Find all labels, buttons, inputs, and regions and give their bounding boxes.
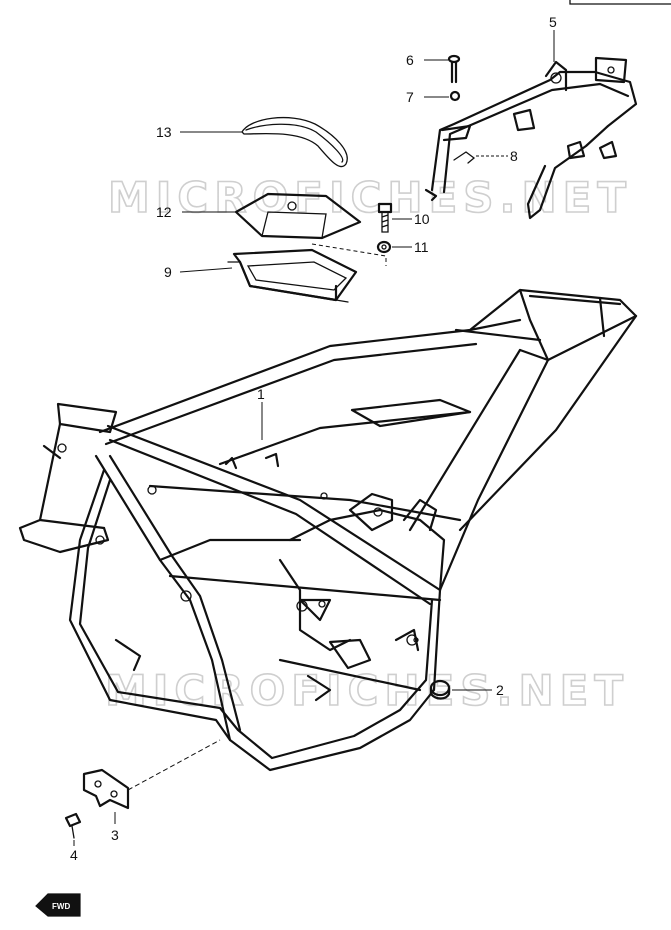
watermark-bottom: MICROFICHES.NET bbox=[105, 666, 629, 715]
callout-9: 9 bbox=[164, 264, 172, 280]
part-10-bolt bbox=[377, 202, 393, 233]
callout-2: 2 bbox=[496, 682, 504, 698]
callout-7: 7 bbox=[406, 89, 414, 105]
part-5-rear-rail bbox=[424, 56, 638, 220]
callout-11: 11 bbox=[414, 239, 429, 255]
part-1-main-frame bbox=[18, 288, 638, 772]
part-13-strap bbox=[241, 116, 348, 168]
watermark-top: MICROFICHES.NET bbox=[108, 173, 632, 222]
leader-lines bbox=[73, 30, 555, 846]
callout-1: 1 bbox=[257, 386, 265, 402]
callout-5: 5 bbox=[549, 14, 557, 30]
part-3-bracket bbox=[82, 768, 130, 810]
callout-numbers: 1 2 3 4 5 6 7 8 9 10 11 12 13 bbox=[70, 14, 557, 863]
part-9-tray bbox=[227, 248, 358, 303]
callout-13: 13 bbox=[156, 124, 172, 140]
part-2-cap bbox=[429, 679, 451, 700]
callout-6: 6 bbox=[406, 52, 414, 68]
corner-frame-line bbox=[569, 0, 671, 5]
fwd-label: FWD bbox=[52, 902, 70, 911]
forward-direction-arrow: FWD bbox=[35, 893, 81, 917]
part-7-clip bbox=[449, 90, 461, 102]
part-6-pin bbox=[447, 54, 461, 84]
part-12-cover bbox=[234, 192, 362, 240]
callout-12: 12 bbox=[156, 204, 172, 220]
callout-3: 3 bbox=[111, 827, 119, 843]
part-8-spring-clip bbox=[453, 151, 476, 164]
part-11-nut bbox=[376, 240, 392, 254]
callout-4: 4 bbox=[70, 847, 78, 863]
part-4-bolt bbox=[64, 812, 82, 839]
callout-10: 10 bbox=[414, 211, 430, 227]
callout-8: 8 bbox=[510, 148, 518, 164]
